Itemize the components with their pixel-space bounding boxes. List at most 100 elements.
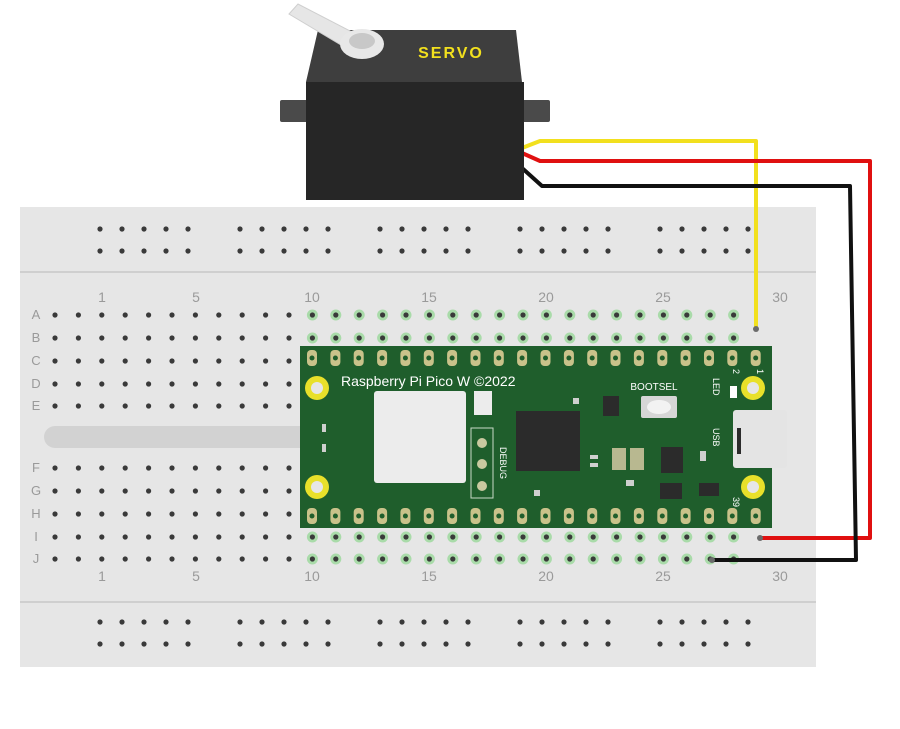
pico-pin-hole bbox=[473, 513, 478, 519]
pico-pin-hole bbox=[613, 513, 618, 519]
pico-pin-hole bbox=[426, 355, 432, 361]
breadboard-hole bbox=[52, 335, 58, 341]
row-letter: A bbox=[32, 307, 41, 322]
breadboard-hole bbox=[52, 312, 58, 318]
rail-hole bbox=[443, 641, 449, 647]
breadboard-hole bbox=[380, 556, 386, 562]
column-number: 25 bbox=[655, 568, 671, 584]
pico-pin-hole bbox=[589, 513, 595, 519]
breadboard-hole bbox=[309, 556, 315, 562]
rail-hole bbox=[399, 619, 405, 625]
rail-hole bbox=[723, 619, 729, 625]
rail-hole bbox=[465, 226, 471, 232]
breadboard-hole bbox=[75, 465, 81, 471]
rail-hole bbox=[605, 248, 611, 254]
breadboard-hole bbox=[567, 312, 573, 318]
pico-pin-hole bbox=[729, 513, 735, 519]
breadboard-hole bbox=[380, 534, 386, 540]
rail-hole bbox=[281, 248, 287, 254]
rail-hole bbox=[517, 619, 523, 625]
breadboard-hole bbox=[520, 556, 526, 562]
rail-hole bbox=[605, 641, 611, 647]
rail-hole bbox=[237, 641, 243, 647]
rail-hole bbox=[259, 248, 265, 254]
breadboard-hole bbox=[239, 335, 245, 341]
breadboard-hole bbox=[426, 335, 432, 341]
row-letter: G bbox=[31, 483, 41, 498]
breadboard-hole bbox=[520, 312, 526, 318]
breadboard-hole bbox=[286, 358, 292, 364]
breadboard-hole bbox=[426, 556, 432, 562]
breadboard-hole bbox=[99, 465, 105, 471]
breadboard-hole bbox=[333, 335, 339, 341]
pico-pin-hole bbox=[449, 355, 455, 361]
breadboard-hole bbox=[543, 556, 550, 562]
breadboard-hole bbox=[286, 335, 292, 341]
breadboard-hole bbox=[239, 358, 245, 364]
rail-hole bbox=[465, 248, 471, 254]
rail-hole bbox=[325, 619, 331, 625]
breadboard-hole bbox=[169, 556, 175, 562]
row-letter: I bbox=[34, 529, 38, 544]
servo-body bbox=[306, 82, 524, 200]
debug-pin bbox=[477, 438, 487, 448]
breadboard-hole bbox=[216, 403, 222, 409]
rail-hole bbox=[657, 641, 663, 647]
rail-hole bbox=[119, 619, 125, 625]
rail-hole bbox=[185, 226, 191, 232]
row-letters: A B C D E F G H I J bbox=[31, 307, 41, 566]
smd-component bbox=[590, 463, 598, 467]
rail-hole bbox=[701, 641, 707, 647]
pico-pin-hole bbox=[543, 355, 548, 361]
smd-component bbox=[699, 483, 719, 496]
pin1-label: 1 bbox=[755, 369, 765, 374]
breadboard-hole bbox=[99, 335, 105, 341]
breadboard-hole bbox=[543, 534, 550, 540]
breadboard-hole bbox=[473, 335, 479, 341]
breadboard-hole bbox=[684, 312, 690, 318]
breadboard-hole bbox=[146, 511, 152, 517]
rail-hole bbox=[185, 619, 191, 625]
rail-hole bbox=[465, 641, 471, 647]
signal-wire-yellow bbox=[521, 139, 758, 329]
breadboard-hole bbox=[614, 335, 620, 341]
rail-hole bbox=[259, 641, 265, 647]
wire-end bbox=[753, 326, 759, 332]
breadboard-hole bbox=[660, 312, 667, 318]
rail-hole bbox=[561, 619, 567, 625]
breadboard-hole bbox=[75, 358, 81, 364]
breadboard-hole bbox=[590, 534, 596, 540]
row-letter: D bbox=[31, 376, 40, 391]
pico-pin-hole bbox=[659, 355, 665, 361]
rail-hole bbox=[745, 248, 751, 254]
rail-hole bbox=[377, 619, 383, 625]
smd-component bbox=[700, 451, 706, 461]
rail-hole bbox=[679, 248, 685, 254]
column-numbers-bottom: 1 5 10 15 20 25 30 bbox=[98, 568, 788, 584]
breadboard-hole bbox=[286, 556, 292, 562]
breadboard-hole bbox=[192, 465, 198, 471]
breadboard-hole bbox=[567, 534, 573, 540]
rail-hole bbox=[377, 641, 383, 647]
breadboard-hole bbox=[286, 488, 292, 494]
breadboard-hole bbox=[263, 403, 269, 409]
breadboard-hole bbox=[356, 312, 362, 318]
breadboard-hole bbox=[122, 511, 128, 517]
mounting-hole-center bbox=[311, 382, 323, 394]
breadboard-hole bbox=[239, 381, 245, 387]
breadboard-hole bbox=[146, 381, 152, 387]
pico-pin-hole bbox=[543, 513, 548, 519]
rail-hole bbox=[443, 248, 449, 254]
breadboard-hole bbox=[684, 534, 690, 540]
breadboard-hole bbox=[52, 511, 58, 517]
breadboard-hole bbox=[263, 312, 269, 318]
rail-hole bbox=[377, 226, 383, 232]
breadboard-hole bbox=[403, 534, 409, 540]
breadboard-hole bbox=[52, 465, 58, 471]
row-letter: B bbox=[32, 330, 41, 345]
mounting-hole-center bbox=[311, 481, 323, 493]
rail-hole bbox=[679, 641, 685, 647]
breadboard-hole bbox=[216, 381, 222, 387]
